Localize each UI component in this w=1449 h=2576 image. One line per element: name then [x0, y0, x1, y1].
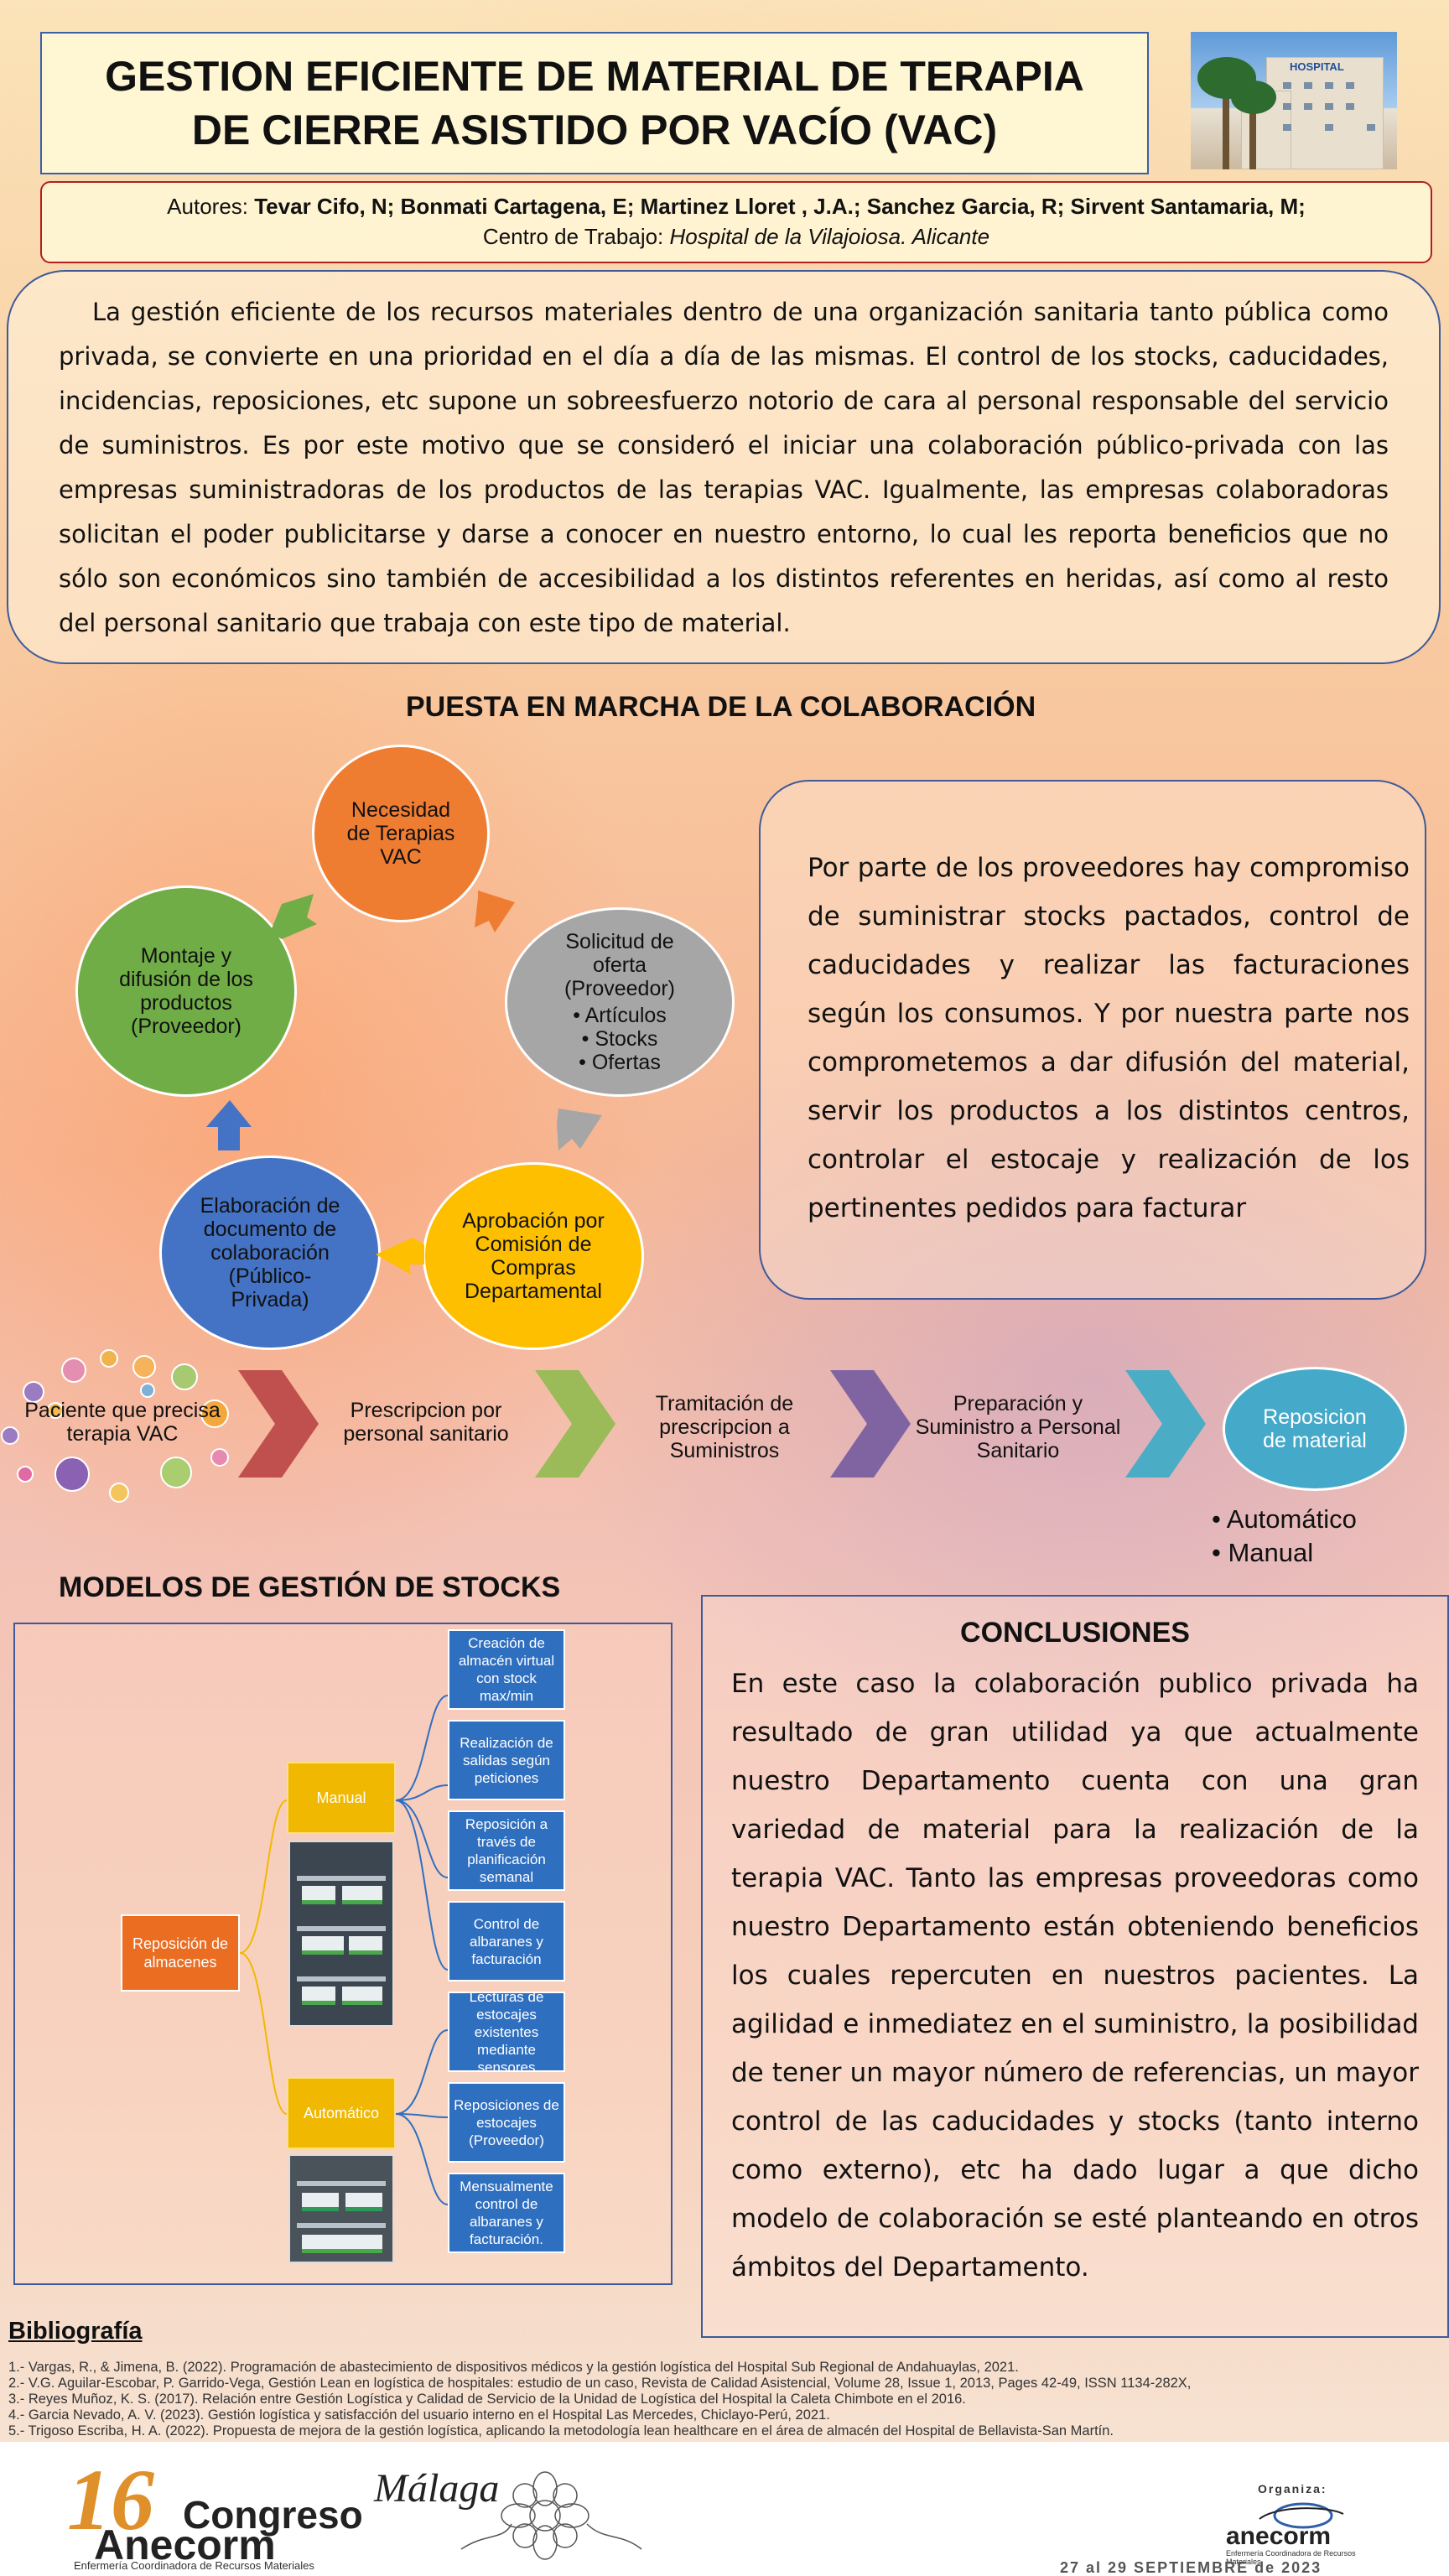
automatic-item-1: Lecturas de estocajes existentes mediant… — [448, 1989, 565, 2075]
chevron-4 — [1125, 1370, 1206, 1478]
cycle-step-offer: Solicitud de oferta (Proveedor) Artículo… — [505, 907, 735, 1097]
stock-models-heading: MODELOS DE GESTIÓN DE STOCKS — [59, 1571, 561, 1603]
bibliography-list: 1.- Vargas, R., & Jimena, B. (2022). Pro… — [8, 2360, 1434, 2439]
cycle-arrow-4 — [206, 1100, 252, 1150]
manual-item-3: Reposición a través de planificación sem… — [448, 1810, 565, 1891]
bibliography-item: 2.- V.G. Aguilar-Escobar, P. Garrido-Veg… — [8, 2376, 1192, 2391]
tree-root-label: Reposición de almacenes — [132, 1935, 229, 1971]
tree-connectors — [239, 1695, 449, 2205]
cycle-step-offer-label: Solicitud de oferta (Proveedor) — [564, 930, 675, 1000]
offer-bullet-stocks: Stocks — [573, 1027, 667, 1051]
flow-step-replenishment: Reposicion de material — [1223, 1367, 1407, 1491]
hospital-sign: HOSPITAL — [1290, 60, 1344, 73]
title-box: GESTION EFICIENTE DE MATERIAL DE TERAPIA… — [40, 32, 1149, 174]
flower-sketch-icon — [460, 2471, 642, 2560]
automatic-item-3: Mensualmente control de albaranes y fact… — [448, 2173, 565, 2253]
workplace-name: Hospital de la Vilajoiosa. Alicante — [669, 224, 990, 249]
replenishment-types: Automático Manual — [1212, 1503, 1357, 1570]
chevron-3 — [830, 1370, 911, 1478]
workplace-label: Centro de Trabajo: — [482, 224, 664, 249]
flow-step-replenishment-label: Reposicion de material — [1263, 1405, 1367, 1452]
authors-box: Autores: Tevar Cifo, N; Bonmati Cartagen… — [40, 181, 1432, 263]
manual-item-1: Creación de almacén virtual con stock ma… — [448, 1629, 565, 1710]
automatic-shelf-photo — [288, 2154, 394, 2263]
conclusions-box: CONCLUSIONES En este caso la colaboració… — [701, 1595, 1449, 2338]
commitment-text: Por parte de los proveedores hay comprom… — [808, 853, 1410, 1223]
congress-brand: Anecorm — [94, 2521, 276, 2568]
organizer-subtitle: Enfermería Coordinadora de Recursos Mate… — [1226, 2549, 1356, 2566]
cycle-step-need-label: Necesidad de Terapias VAC — [346, 798, 455, 869]
chevron-1 — [238, 1370, 319, 1478]
footer — [0, 2442, 1449, 2576]
cycle-arrow-5 — [270, 894, 317, 939]
cycle-arrow-2 — [557, 1109, 602, 1150]
cycle-step-assembly-label: Montaje y difusión de los productos (Pro… — [119, 944, 253, 1038]
congress-number: 16 — [67, 2452, 154, 2548]
congress-city: Málaga — [374, 2466, 500, 2511]
offer-bullet-offers: Ofertas — [573, 1051, 667, 1074]
cycle-step-approval: Aprobación por Comisión de Compras Depar… — [423, 1162, 644, 1350]
collaboration-heading: PUESTA EN MARCHA DE LA COLABORACIÓN — [406, 691, 1036, 723]
cycle-step-need: Necesidad de Terapias VAC — [312, 745, 490, 922]
cycle-step-assembly: Montaje y difusión de los productos (Pro… — [75, 886, 297, 1097]
replenishment-manual: Manual — [1212, 1536, 1357, 1570]
flow-step-preparation: Preparación y Suministro a Personal Sani… — [915, 1392, 1121, 1462]
organizer-name: anecorm — [1226, 2522, 1332, 2550]
flow-step-processing: Tramitación de prescripcion a Suministro… — [655, 1392, 794, 1462]
conclusions-text: En este caso la colaboración publico pri… — [731, 1669, 1419, 2283]
cycle-arrow-3 — [376, 1238, 424, 1275]
commitment-box: Por parte de los proveedores hay comprom… — [759, 780, 1426, 1300]
cycle-step-document: Elaboración de documento de colaboración… — [159, 1156, 381, 1350]
chevron-2 — [535, 1370, 615, 1478]
flow-step-patient: Paciente que precisa terapia VAC — [24, 1399, 221, 1446]
process-chevrons — [238, 1370, 1206, 1478]
congress-word: Congreso — [183, 2493, 363, 2537]
replenishment-automatic: Automático — [1212, 1503, 1357, 1536]
offer-bullets: Artículos Stocks Ofertas — [573, 1004, 667, 1074]
manual-shelf-photo — [288, 1841, 394, 2027]
bibliography-item: 5.- Trigoso Escriba, H. A. (2022). Propu… — [8, 2423, 1114, 2438]
patient-dots — [1, 1349, 229, 1503]
bibliography-item: 4.- Garcia Nevado, A. V. (2023). Gestión… — [8, 2407, 830, 2423]
manual-item-2: Realización de salidas según peticiones — [448, 1720, 565, 1800]
cycle-step-document-label: Elaboración de documento de colaboración… — [200, 1194, 340, 1311]
automatic-item-2: Reposiciones de estocajes (Proveedor) — [448, 2082, 565, 2163]
flow-step-prescription: Prescripcion por personal sanitario — [343, 1399, 509, 1446]
cycle-arrow-1 — [475, 891, 515, 932]
tree-automatic-label: Automático — [303, 2104, 380, 2122]
manual-item-4: Control de albaranes y facturación — [448, 1901, 565, 1981]
bibliography-item: 3.- Reyes Muñoz, K. S. (2017). Relación … — [8, 2392, 966, 2407]
bibliography-title: Bibliografía — [8, 2318, 143, 2345]
intro-box: La gestión eficiente de los recursos mat… — [7, 270, 1441, 664]
cycle-step-approval-label: Aprobación por Comisión de Compras Depar… — [462, 1209, 605, 1303]
hospital-photo: HOSPITAL — [1191, 32, 1397, 169]
stock-models-diagram: Reposición de almacenes Manual Automátic… — [13, 1623, 673, 2285]
congress-subtitle: Enfermería Coordinadora de Recursos Mate… — [74, 2559, 314, 2572]
bibliography-item: 1.- Vargas, R., & Jimena, B. (2022). Pro… — [8, 2360, 1019, 2375]
organiza-label: Organiza: — [1258, 2482, 1327, 2496]
tree-root-node: Reposición de almacenes — [121, 1914, 240, 1992]
poster-title: GESTION EFICIENTE DE MATERIAL DE TERAPIA… — [105, 53, 1084, 153]
tree-automatic-node: Automático — [287, 2077, 396, 2149]
offer-bullet-articles: Artículos — [573, 1004, 667, 1027]
cycle-arrows — [206, 891, 602, 1275]
authors-names: Tevar Cifo, N; Bonmati Cartagena, E; Mar… — [254, 194, 1306, 219]
tree-manual-node: Manual — [287, 1762, 396, 1834]
intro-text: La gestión eficiente de los recursos mat… — [59, 298, 1389, 637]
conclusions-title: CONCLUSIONES — [960, 1617, 1190, 1649]
event-dates: 27 al 29 SEPTIEMBRE de 2023 — [1060, 2559, 1322, 2576]
organizer-logo-icon — [1259, 2502, 1344, 2529]
authors-label: Autores: — [167, 194, 248, 219]
tree-manual-label: Manual — [316, 1789, 366, 1806]
